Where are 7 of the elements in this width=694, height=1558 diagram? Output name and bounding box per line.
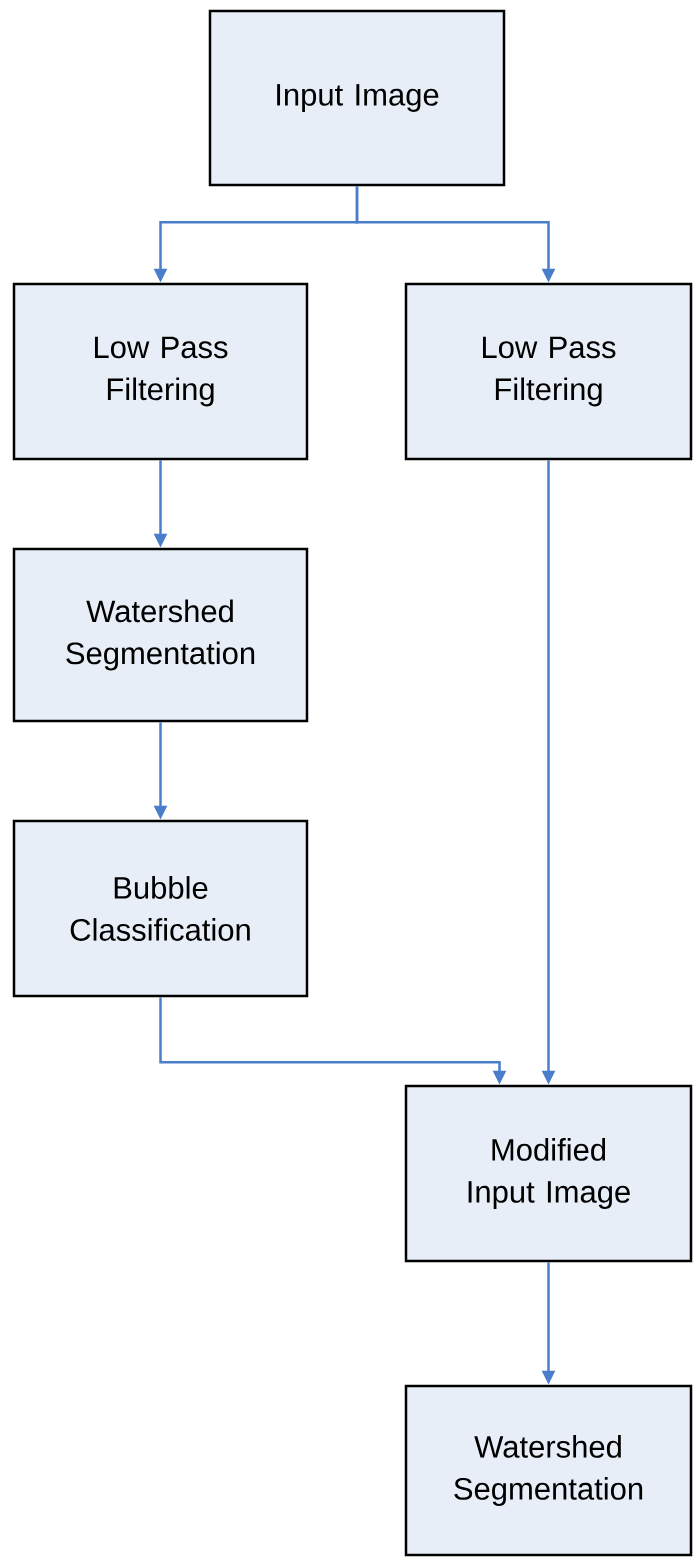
process-box: Watershed Segmentation [404,1384,693,1557]
process-box: Watershed Segmentation [12,547,309,723]
process-box: Low Pass Filtering [404,282,693,461]
process-box: Low Pass Filtering [12,282,309,461]
process-box: Modified Input Image [404,1084,693,1263]
process-box: Bubble Classification [12,819,309,998]
process-box: Input Image [208,9,506,187]
